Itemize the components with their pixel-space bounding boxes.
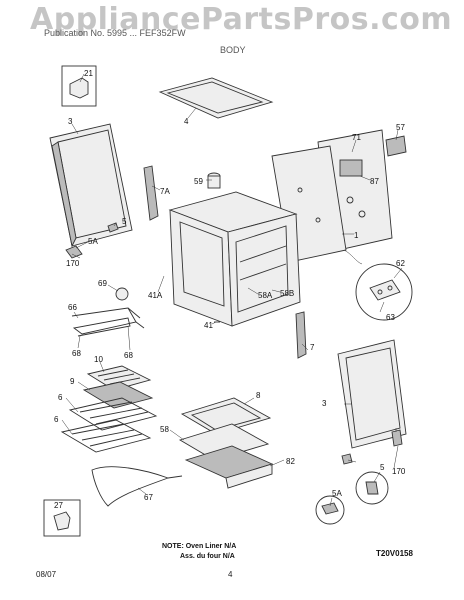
part-58-drawer-bottom: [178, 423, 270, 461]
part-21-bracket: [61, 65, 97, 107]
callout-87: 87: [370, 177, 379, 186]
callout-68-left: 68: [72, 349, 81, 358]
callout-5-left: 5: [122, 217, 127, 226]
footer-date: 08/07: [36, 570, 57, 579]
page-header: AppliancePartsPros.com Publication No. 5…: [0, 0, 464, 60]
callout-5a-right: 5A: [332, 489, 342, 498]
part-6-oven-rack-lower: [60, 419, 152, 453]
note-line-1: NOTE: Oven Liner N/A: [162, 543, 236, 550]
part-1-wire: [343, 249, 363, 265]
part-5-screw-inset-right: [355, 471, 389, 505]
drawing-code: T20V0158: [376, 549, 413, 558]
callout-170-left: 170: [66, 259, 80, 268]
callout-66: 66: [68, 303, 77, 312]
callout-1: 1: [354, 231, 359, 240]
callout-3-right: 3: [322, 399, 327, 408]
callout-69: 69: [98, 279, 107, 288]
callout-71: 71: [352, 133, 361, 142]
note-line-2: Ass. du four N/A: [180, 553, 235, 560]
part-3-oven-door-left: [49, 123, 133, 248]
callout-41a: 41A: [148, 291, 163, 300]
callout-41: 41: [204, 321, 213, 330]
callout-21: 21: [84, 69, 93, 78]
callout-58b: 58B: [280, 289, 294, 298]
watermark: AppliancePartsPros.com: [30, 2, 453, 37]
callout-9: 9: [70, 377, 75, 386]
callout-59: 59: [194, 177, 203, 186]
part-7-hinge-right: [295, 311, 307, 359]
callout-82: 82: [286, 457, 295, 466]
callout-labels: 21 3 4 71 57 59 7A 87 5 5A 170 1 62 69 4…: [54, 69, 406, 510]
part-3-oven-door-right: [337, 339, 407, 449]
part-6-oven-rack-upper: [68, 397, 158, 431]
part-69-light-lens: [115, 287, 129, 301]
callout-58: 58: [160, 425, 169, 434]
callout-6-upper: 6: [58, 393, 63, 402]
callout-63: 63: [386, 313, 395, 322]
part-27-bracket: [43, 499, 81, 537]
callout-170-right: 170: [392, 467, 406, 476]
callout-10: 10: [94, 355, 103, 364]
part-170-hinge-right: [391, 429, 403, 447]
part-5a-hinge-receiver-inset: [315, 495, 345, 525]
callout-7a: 7A: [160, 187, 170, 196]
part-82-drawer-box: [184, 445, 274, 489]
callout-5-right: 5: [380, 463, 385, 472]
part-5a-hinge-receiver-left: [65, 245, 83, 259]
part-4-top-panel: [158, 77, 274, 119]
callout-3-top: 3: [68, 117, 73, 126]
part-57-label-plate: [385, 135, 407, 157]
footer-page-number: 4: [228, 570, 233, 579]
callout-68-right: 68: [124, 351, 133, 360]
part-170-small-bracket: [341, 453, 353, 465]
part-8-drawer-panel: [180, 397, 272, 435]
callout-4: 4: [184, 117, 189, 126]
section-title: BODY: [220, 45, 246, 55]
callout-57: 57: [396, 123, 405, 132]
leader-lines: [61, 73, 403, 507]
part-67-broil-element: [91, 466, 183, 507]
callout-27: 27: [54, 501, 63, 510]
part-66-bake-element: [71, 307, 145, 337]
callout-5a-left: 5A: [88, 237, 98, 246]
part-7a-hinge: [143, 165, 159, 221]
callout-6-lower: 6: [54, 415, 59, 424]
part-5-screw-left: [107, 222, 119, 233]
part-62-terminal-block-inset: [355, 263, 413, 321]
callout-58a: 58A: [258, 291, 273, 300]
publication-line: Publication No. 5995 ... FEF352FW: [44, 28, 186, 38]
callout-7: 7: [310, 343, 315, 352]
oven-body-cavity: [168, 191, 301, 327]
callout-67: 67: [144, 493, 153, 502]
part-59-sensor: [207, 172, 221, 189]
callout-8: 8: [256, 391, 261, 400]
callout-62: 62: [396, 259, 405, 268]
